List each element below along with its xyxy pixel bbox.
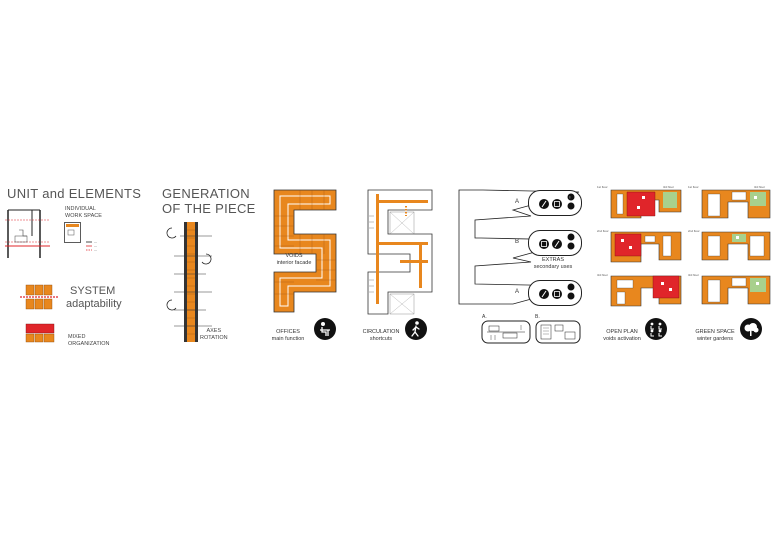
axes-rotation-label: AXES ROTATION (200, 328, 228, 341)
extras-letter-a-bottom: A (515, 289, 520, 295)
extras-caption: EXTRAS secondary uses (533, 257, 573, 270)
circulation-caption: CIRCULATION shortcuts (362, 329, 400, 342)
svg-text:—: — (94, 248, 97, 252)
green-space-caption: GREEN SPACE winter gardens (695, 329, 735, 342)
svg-text:i: i (570, 195, 571, 200)
individual-workspace-label: INDIVIDUAL WORK SPACE (65, 206, 102, 219)
svg-text:3rd floor: 3rd floor (663, 185, 674, 189)
extras-plan-label-b: B. (535, 314, 540, 320)
svg-text:3rd floor: 3rd floor (688, 273, 699, 277)
svg-text:3rd floor: 3rd floor (597, 273, 608, 277)
system-stack-diagram (20, 284, 58, 310)
extras-detail-plan-a (481, 320, 531, 344)
green-space-diagrams: 1st floor 3rd floor 2nd floor 3rd floor (688, 185, 771, 305)
mixed-organization-diagram (25, 323, 55, 343)
system-title: SYSTEM (70, 285, 116, 297)
unit-section-diagram (5, 209, 50, 258)
svg-text:2nd floor: 2nd floor (688, 229, 700, 233)
individual-unit-plan (64, 222, 81, 243)
extras-letter-b: B (515, 239, 520, 245)
open-plan-diagrams: 1st floor 3rd floor 2nd floor 3rd floor (597, 185, 682, 307)
walking-person-icon (405, 318, 427, 340)
unit-legend-lines: — — — (86, 240, 97, 252)
extras-letter-a-top: A (515, 199, 520, 205)
tree-icon (740, 318, 762, 340)
offices-caption: OFFICES main function (271, 329, 305, 342)
offices-plan (273, 189, 337, 313)
system-subtitle: adaptability (66, 298, 122, 310)
svg-text:—: — (94, 240, 97, 244)
generation-piece-diagram (166, 222, 212, 342)
extras-icons-row-2 (539, 233, 575, 250)
open-plan-caption: OPEN PLAN voids activation (603, 329, 641, 342)
svg-text:3rd floor: 3rd floor (754, 185, 765, 189)
extras-detail-plan-b (535, 320, 581, 344)
generation-title: GENERATION OF THE PIECE (162, 186, 256, 216)
voids-label: VOIDS interior facade (276, 253, 312, 266)
svg-text:—: — (94, 244, 97, 248)
unit-elements-title: UNIT and ELEMENTS (7, 186, 142, 201)
desk-icon (314, 318, 336, 340)
extras-plan-label-a: A. (482, 314, 487, 320)
extras-icons-row-1: i (539, 193, 575, 210)
extras-icons-row-3 (539, 283, 575, 300)
circulation-plan (367, 189, 433, 315)
mixed-organization-label: MIXED ORGANIZATION (68, 334, 110, 347)
svg-text:1st floor: 1st floor (688, 185, 699, 189)
group-icon (645, 318, 667, 340)
svg-text:2nd floor: 2nd floor (597, 229, 609, 233)
svg-text:1st floor: 1st floor (597, 185, 608, 189)
